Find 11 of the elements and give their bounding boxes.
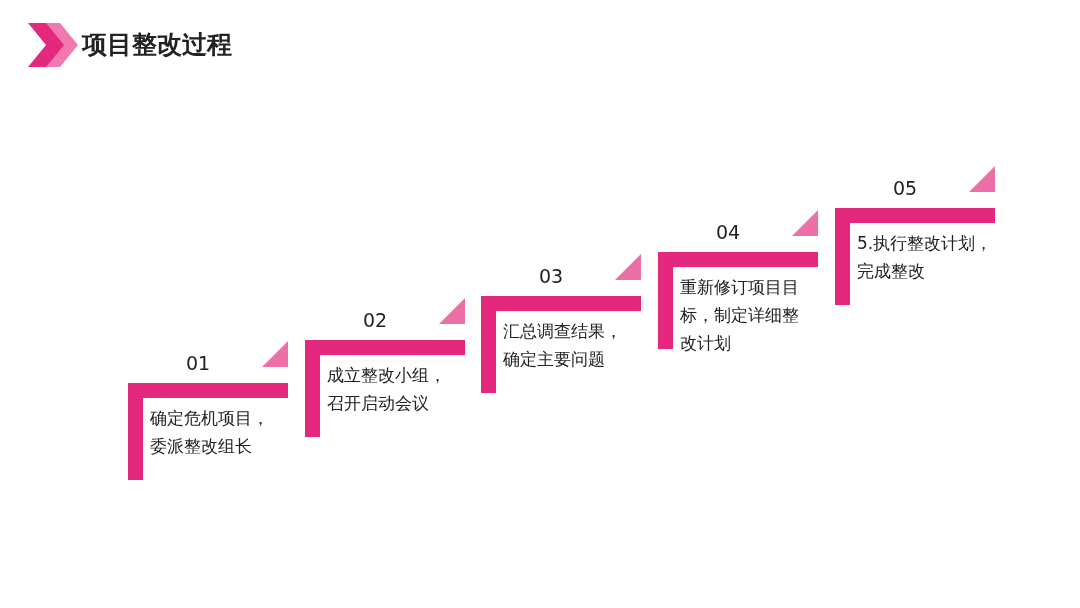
title: 项目整改过程 [82,29,232,61]
step-number: 04 [714,220,742,244]
step-number: 02 [361,308,389,332]
step-text: 5.执行整改计划，完成整改 [857,232,994,283]
step-number: 05 [891,176,919,200]
step-text: 成立整改小组，召开启动会议 [327,364,447,415]
step-text: 重新修订项目目标，制定详细整改计划 [680,276,800,355]
step-text: 确定危机项目，委派整改组长 [150,407,270,458]
step-number: 01 [184,351,212,375]
step-text: 汇总调查结果，确定主要问题 [503,320,623,371]
step-number: 03 [537,264,565,288]
